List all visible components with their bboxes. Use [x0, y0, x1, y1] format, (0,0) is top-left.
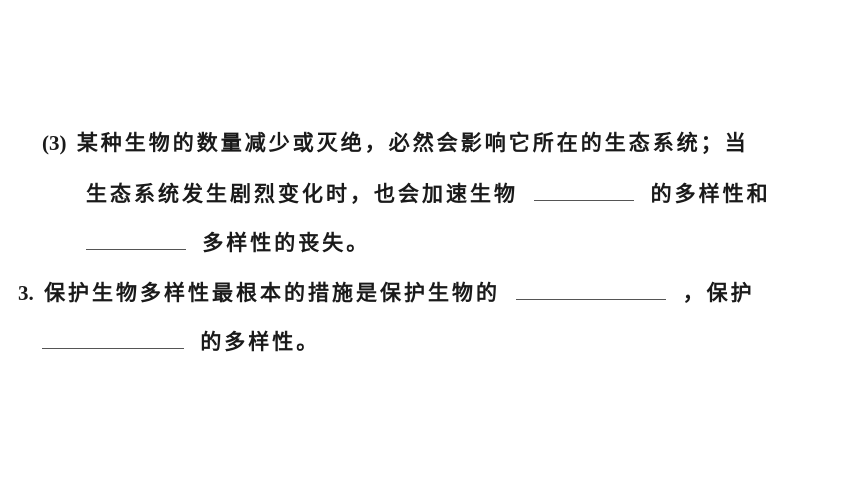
- question-text: ，保护: [682, 281, 755, 305]
- answer-blank-4[interactable]: [42, 326, 184, 349]
- sub-question-text: 生态系统发生剧烈变化时，也会加速生物: [86, 182, 518, 206]
- question-3-line-2: 的多样性。: [42, 326, 320, 357]
- answer-blank-2[interactable]: [86, 227, 186, 250]
- question-3-line-1: 3. 保护生物多样性最根本的措施是保护生物的 ，保护: [18, 277, 755, 308]
- sub-question-text: 多样性的丧失。: [202, 231, 371, 255]
- answer-blank-1[interactable]: [534, 178, 635, 201]
- sub-question-number: (3): [42, 131, 67, 155]
- sub-question-3-line-2: 生态系统发生剧烈变化时，也会加速生物 的多样性和: [86, 178, 771, 209]
- question-text: 保护生物多样性最根本的措施是保护生物的: [44, 281, 501, 305]
- sub-question-3-line-3: 多样性的丧失。: [86, 227, 370, 258]
- sub-question-text: 某种生物的数量减少或灭绝，必然会影响它所在的生态系统；当: [76, 131, 749, 155]
- answer-blank-3[interactable]: [516, 277, 667, 300]
- sub-question-3-line-1: (3) 某种生物的数量减少或灭绝，必然会影响它所在的生态系统；当: [42, 128, 749, 158]
- question-number: 3.: [18, 281, 34, 305]
- sub-question-text: 的多样性和: [650, 182, 771, 206]
- question-text: 的多样性。: [200, 330, 321, 354]
